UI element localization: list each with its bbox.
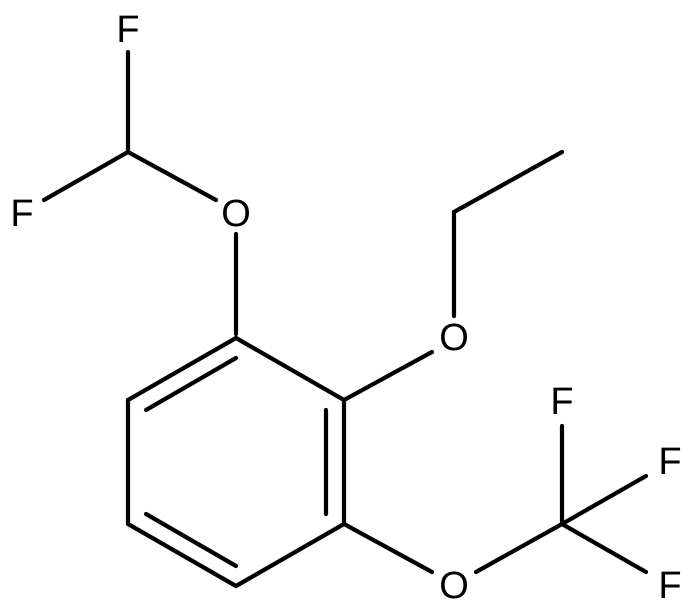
atom-label-f3: F: [550, 381, 573, 423]
bond-o-cf3: [473, 521, 565, 575]
ring-bond-c4-c5-inner: [143, 511, 239, 569]
bond-chf2-f-left: [41, 149, 131, 203]
atom-label-o2: O: [439, 317, 469, 359]
bond-ethyl-ch3: [451, 149, 565, 215]
bond-ring-c3-o: [341, 521, 435, 575]
atom-label-f4: F: [658, 441, 681, 483]
bond-chf2-o: [125, 149, 219, 203]
ring-bond-c1-c2: [233, 335, 347, 403]
ring-bond-c6-c1-inner: [143, 355, 239, 413]
ring-bond-c6-c1: [125, 335, 239, 403]
bond-cf3-f-bottom: [559, 521, 649, 575]
bond-o-ring-c2: [341, 349, 435, 403]
ring-bond-c4-c5: [125, 521, 239, 589]
atom-label-o3: O: [439, 565, 469, 607]
atom-label-f2: F: [10, 193, 33, 235]
atom-label-o1: O: [221, 193, 251, 235]
atom-label-f5: F: [658, 565, 681, 607]
atom-label-f1: F: [116, 9, 139, 51]
ring-bond-c3-c4: [233, 521, 347, 589]
bond-cf3-f-right: [559, 473, 649, 527]
